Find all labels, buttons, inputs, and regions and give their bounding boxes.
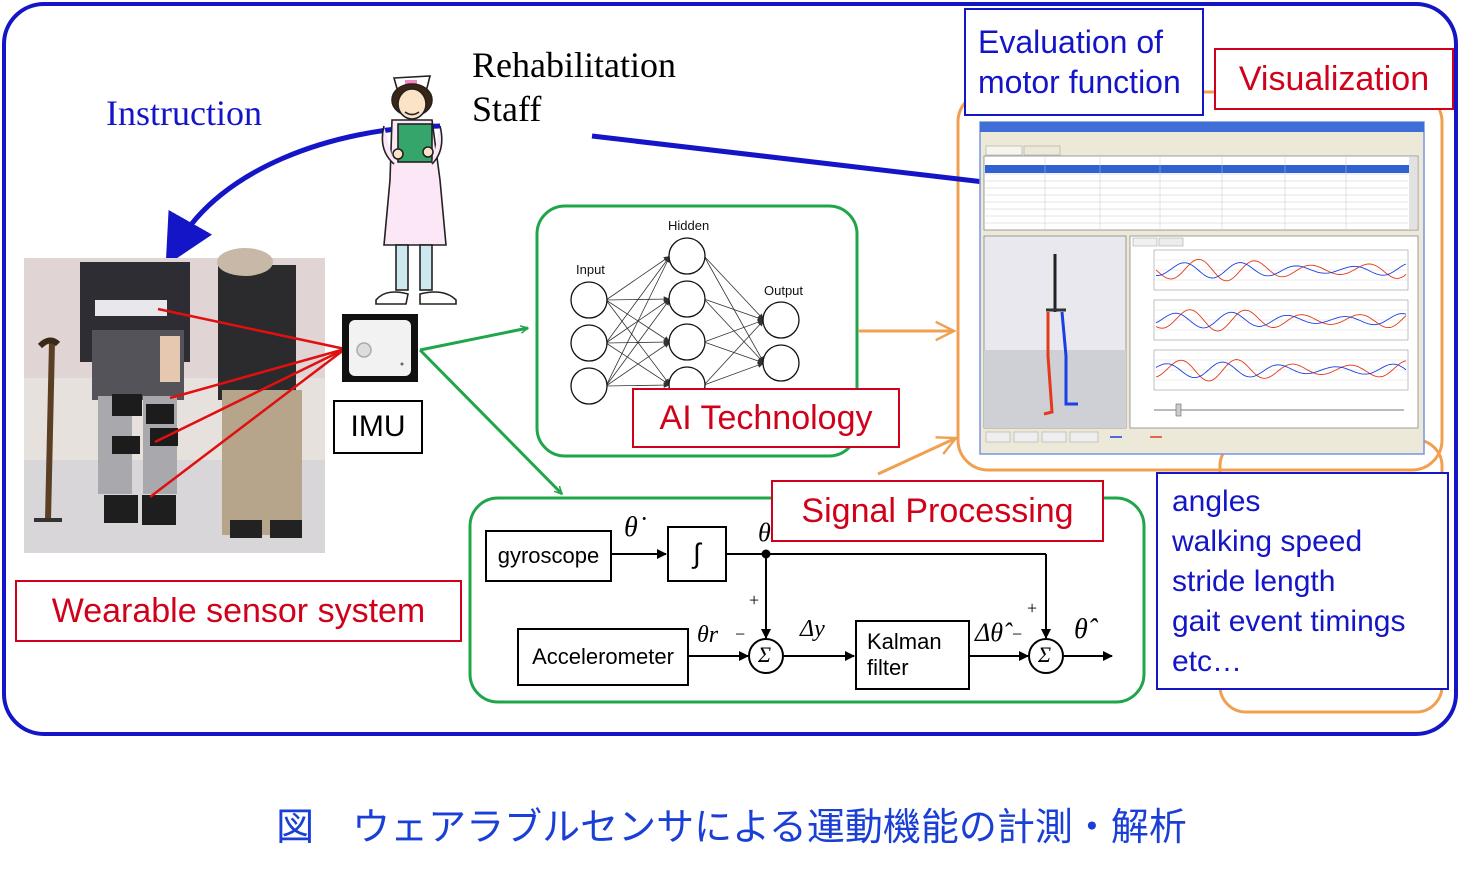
rehab-staff-label-line2: Staff	[472, 89, 542, 129]
mini-chart-series	[1155, 361, 1407, 379]
plus-sign-1: +	[749, 590, 760, 610]
imu-to-signal-arrow	[418, 348, 562, 494]
nn-node	[668, 323, 706, 361]
kalman-filter-line1: Kalman	[867, 629, 942, 654]
ai-container	[535, 204, 859, 458]
nn-edge	[605, 255, 671, 387]
nn-node	[762, 344, 800, 382]
nn-output-label: Output	[764, 283, 804, 298]
signal-to-visual-arrow	[877, 438, 956, 476]
sum-symbol-1: Σ	[758, 642, 772, 667]
staff-to-screen-line	[591, 133, 985, 185]
nn-edge	[703, 298, 765, 321]
mini-chart-series	[1155, 311, 1407, 329]
imu-device	[342, 314, 418, 382]
imu-to-ai-arrow	[419, 328, 528, 352]
metric-item: gait event timings	[1172, 605, 1406, 638]
imu-label: IMU	[333, 400, 423, 454]
visualization-label: Visualization	[1214, 48, 1454, 110]
kalman-filter-line2: filter	[867, 655, 909, 680]
delta-y-symbol: Δy	[800, 616, 825, 642]
nn-edge	[703, 319, 765, 386]
nn-node	[570, 367, 608, 405]
theta-r-symbol: θr	[697, 622, 719, 648]
metric-item: etc…	[1172, 645, 1243, 678]
theta-hat-symbol: θ̂	[1074, 614, 1088, 645]
instruction-label: Instruction	[106, 93, 262, 133]
theta-dot-symbol: θ̇	[624, 512, 638, 543]
evaluation-label-line1: Evaluation of	[978, 24, 1164, 60]
nn-edge	[605, 255, 671, 344]
kalman-filter-box: Kalman filter	[855, 620, 970, 690]
integrator-box: ∫	[667, 526, 727, 582]
kalman-wiring	[612, 549, 1113, 674]
software-window	[979, 121, 1425, 455]
outer-frame	[2, 2, 1458, 736]
nn-node	[570, 281, 608, 319]
mini-chart-series	[1155, 258, 1407, 282]
neural-network	[570, 237, 800, 405]
plus-sign-2: +	[1027, 598, 1038, 618]
signal-processing-label: Signal Processing	[771, 480, 1104, 542]
nn-edge	[605, 298, 671, 387]
accelerometer-box: Accelerometer	[517, 628, 689, 686]
nn-edge	[605, 341, 671, 387]
nn-edge	[605, 382, 671, 388]
nn-hidden-label: Hidden	[668, 218, 710, 233]
wearable-sensor-label: Wearable sensor system	[15, 580, 462, 642]
minus-sign-1: −	[735, 624, 746, 644]
nn-input-label: Input	[576, 262, 605, 277]
nn-node	[762, 301, 800, 339]
sensor-lines	[149, 307, 346, 498]
nn-edge	[703, 362, 765, 386]
rehab-staff-label-line1: Rehabilitation	[472, 45, 676, 85]
figure-caption: 図 ウェアラブルセンサによる運動機能の計測・解析	[276, 805, 1187, 849]
minus-sign-2: −	[1012, 624, 1023, 644]
mini-chart-series	[1155, 309, 1407, 332]
nn-edge	[703, 319, 765, 343]
evaluation-label: Evaluation of motor function	[964, 8, 1204, 116]
nn-edge	[703, 255, 765, 321]
nn-node	[570, 324, 608, 362]
metric-item: walking speed	[1172, 525, 1363, 558]
metrics-list: angles walking speed stride length gait …	[1172, 482, 1447, 682]
ai-technology-label: AI Technology	[632, 388, 900, 448]
theta-symbol: θ	[758, 518, 771, 547]
nurse-figure	[375, 75, 457, 305]
nn-node	[668, 237, 706, 275]
nn-edge	[605, 255, 671, 301]
metric-item: stride length	[1172, 565, 1336, 598]
metrics-box: angles walking speed stride length gait …	[1156, 472, 1449, 690]
mini-chart-series	[1155, 262, 1407, 279]
gyroscope-box: gyroscope	[485, 530, 612, 582]
sum-symbol-2: Σ	[1038, 642, 1052, 667]
mini-chart-series	[1155, 359, 1407, 382]
metric-item: angles	[1172, 485, 1261, 518]
walking-person-photo	[24, 248, 325, 553]
evaluation-label-line2: motor function	[978, 64, 1181, 100]
delta-theta-hat-symbol: Δθ̂	[975, 618, 1004, 647]
nn-node	[668, 280, 706, 318]
